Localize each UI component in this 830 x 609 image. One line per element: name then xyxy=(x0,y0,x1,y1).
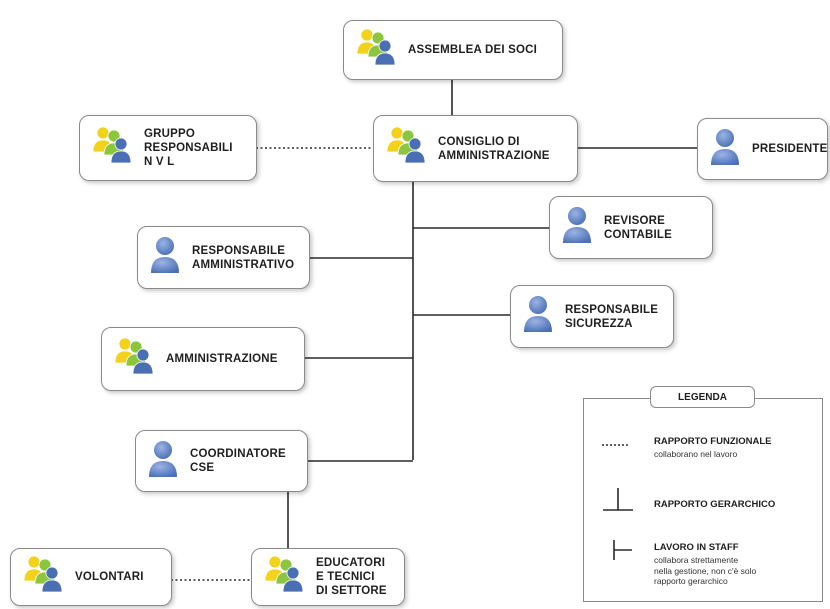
node-gruppo-responsabili[interactable]: GRUPPO RESPONSABILI N V L xyxy=(79,115,257,181)
legend-desc-staff: collabora strettamente nella gestione, n… xyxy=(654,555,757,586)
node-label: COORDINATORE CSE xyxy=(190,448,286,474)
legend-staff-symbol xyxy=(613,540,632,560)
person-icon xyxy=(560,205,594,250)
node-educatori[interactable]: EDUCATORI E TECNICI DI SETTORE xyxy=(251,548,405,606)
group-icon xyxy=(21,554,65,601)
node-label: EDUCATORI E TECNICI DI SETTORE xyxy=(316,557,387,597)
group-icon xyxy=(262,554,306,601)
group-icon xyxy=(112,336,156,383)
node-coordinatore[interactable]: COORDINATORE CSE xyxy=(135,430,308,492)
group-icon xyxy=(354,27,398,74)
group-icon xyxy=(384,125,428,172)
person-icon xyxy=(708,127,742,172)
legend-dotted-line-symbol xyxy=(602,444,628,446)
person-icon xyxy=(146,439,180,484)
node-amministrazione[interactable]: AMMINISTRAZIONE xyxy=(101,327,305,391)
legend-desc-funzionale: collaborano nel lavoro xyxy=(654,449,738,459)
node-label: RESPONSABILE SICUREZZA xyxy=(565,303,659,330)
legend-hierarchy-symbol xyxy=(603,488,633,511)
node-responsabile-amministrativo[interactable]: RESPONSABILE AMMINISTRATIVO xyxy=(137,226,310,289)
legend-label-funzionale: RAPPORTO FUNZIONALE xyxy=(654,436,772,447)
node-label: AMMINISTRAZIONE xyxy=(166,353,278,365)
node-assemblea[interactable]: ASSEMBLEA DEI SOCI xyxy=(343,20,563,80)
node-responsabile-sicurezza[interactable]: RESPONSABILE SICUREZZA xyxy=(510,285,674,348)
legend-label-gerarchico: RAPPORTO GERARCHICO xyxy=(654,499,776,510)
node-consiglio[interactable]: CONSIGLIO DI AMMINISTRAZIONE xyxy=(373,115,578,182)
group-icon xyxy=(90,125,134,172)
legend-box xyxy=(583,398,823,602)
node-label: VOLONTARI xyxy=(75,571,144,583)
legend-title: LEGENDA xyxy=(650,386,755,408)
node-label: PRESIDENTE xyxy=(752,143,828,155)
node-volontari[interactable]: VOLONTARI xyxy=(10,548,172,606)
node-label: CONSIGLIO DI AMMINISTRAZIONE xyxy=(438,135,550,162)
legend-label-staff: LAVORO IN STAFF xyxy=(654,542,739,553)
person-icon xyxy=(148,235,182,280)
node-presidente[interactable]: PRESIDENTE xyxy=(697,118,828,180)
person-icon xyxy=(521,294,555,339)
node-label: ASSEMBLEA DEI SOCI xyxy=(408,44,538,56)
node-label: GRUPPO RESPONSABILI N V L xyxy=(144,128,233,168)
node-revisore[interactable]: REVISORE CONTABILE xyxy=(549,196,713,259)
node-label: RESPONSABILE AMMINISTRATIVO xyxy=(192,244,295,271)
node-label: REVISORE CONTABILE xyxy=(604,214,673,241)
